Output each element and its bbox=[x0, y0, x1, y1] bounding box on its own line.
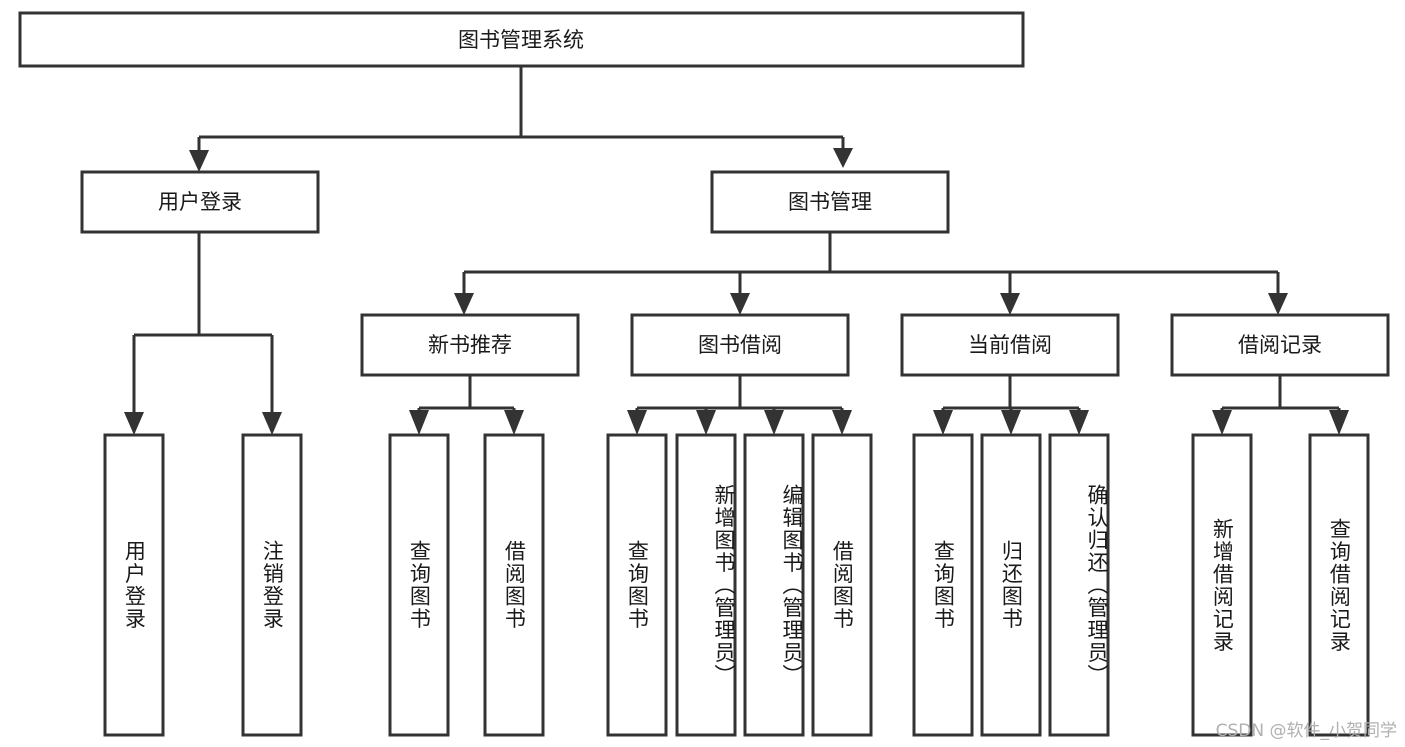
leaf-box-edit-book-admin[interactable] bbox=[743, 433, 805, 737]
connector-bookmgmt-to-level3 bbox=[454, 232, 1288, 315]
leaf-box-user-login[interactable] bbox=[103, 433, 165, 737]
node-new-book-recommend-label: 新书推荐 bbox=[428, 333, 512, 357]
leaf-box-borrow-book-1[interactable] bbox=[483, 433, 545, 737]
node-current-borrow[interactable]: 当前借阅 bbox=[900, 313, 1120, 377]
leaf-box-query-book-2[interactable] bbox=[606, 433, 668, 737]
connector-root-to-level2 bbox=[189, 66, 853, 172]
connector-userlogin-to-leaves bbox=[124, 232, 282, 435]
leaf-box-confirm-return-admin[interactable] bbox=[1048, 433, 1110, 737]
connector-currentborrow-to-leaves bbox=[933, 375, 1089, 435]
node-borrow-records[interactable]: 借阅记录 bbox=[1170, 313, 1390, 377]
node-root[interactable]: 图书管理系统 bbox=[18, 11, 1025, 68]
leaf-box-query-borrow-record[interactable] bbox=[1308, 433, 1370, 737]
node-book-borrow[interactable]: 图书借阅 bbox=[630, 313, 850, 377]
leaf-box-query-book-3[interactable] bbox=[912, 433, 974, 737]
leaf-box-borrow-book-2[interactable] bbox=[811, 433, 873, 737]
connector-newbook-to-leaves bbox=[409, 375, 524, 435]
leaf-box-logout[interactable] bbox=[241, 433, 303, 737]
node-new-book-recommend[interactable]: 新书推荐 bbox=[360, 313, 580, 377]
leaf-boxes bbox=[103, 433, 1370, 737]
node-book-management[interactable]: 图书管理 bbox=[710, 170, 950, 234]
connector-records-to-leaves bbox=[1212, 375, 1349, 435]
node-book-borrow-label: 图书借阅 bbox=[698, 333, 782, 357]
connector-bookborrow-to-leaves bbox=[627, 375, 852, 435]
node-borrow-records-label: 借阅记录 bbox=[1238, 333, 1322, 357]
leaf-box-return-book[interactable] bbox=[980, 433, 1042, 737]
node-root-label: 图书管理系统 bbox=[458, 28, 584, 52]
node-book-management-label: 图书管理 bbox=[788, 190, 872, 214]
csdn-watermark: CSDN @软件_小贺同学 bbox=[1215, 721, 1397, 741]
leaf-box-add-book-admin[interactable] bbox=[675, 433, 737, 737]
leaf-box-add-borrow-record[interactable] bbox=[1191, 433, 1253, 737]
node-current-borrow-label: 当前借阅 bbox=[968, 333, 1052, 357]
node-user-login[interactable]: 用户登录 bbox=[80, 170, 320, 234]
node-user-login-label: 用户登录 bbox=[158, 190, 242, 214]
leaf-box-query-book-1[interactable] bbox=[388, 433, 450, 737]
